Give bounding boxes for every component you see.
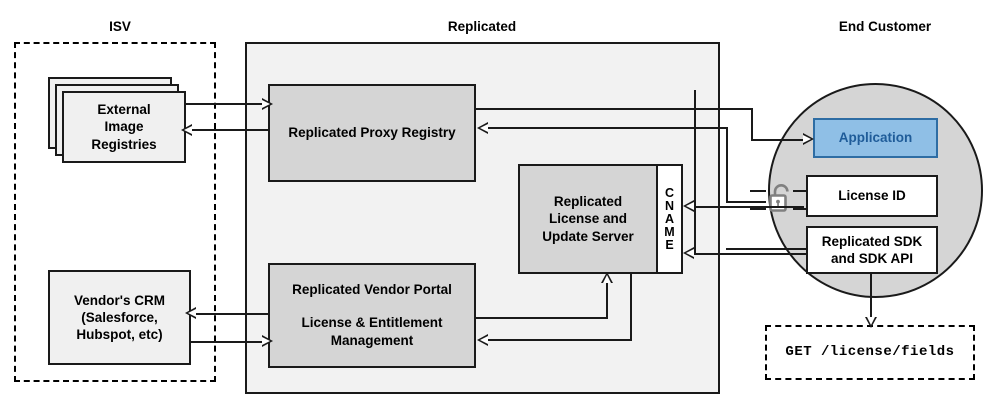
registry-line-1: External: [97, 102, 151, 118]
sdk-line-2: and SDK API: [830, 251, 913, 266]
edge-portal-to-license-v: [606, 283, 608, 319]
external-image-registries[interactable]: External Image Registries: [62, 91, 186, 163]
license-id-box[interactable]: License ID: [806, 175, 938, 217]
api-call-text: GET /license/fields: [785, 344, 955, 360]
edge-license-to-portal-v: [630, 274, 632, 341]
application-box[interactable]: Application: [813, 118, 938, 158]
lock-stub-bottom-right: [793, 208, 808, 210]
arrowhead-sdk-to-api-call: [865, 317, 877, 328]
edge-crm-to-portal: [191, 341, 262, 343]
edge-proxy-to-application-v: [751, 108, 753, 141]
vendor-portal-line-2: License & Entitlement: [301, 315, 443, 331]
edge-portal-to-crm: [196, 313, 270, 315]
crm-line-2: (Salesforce,: [81, 309, 158, 325]
vendor-portal-title: Replicated Vendor Portal: [292, 282, 452, 297]
replicated-license-update-server[interactable]: Replicated License and Update Server: [518, 164, 658, 274]
arrowhead-portal-to-license: [601, 272, 613, 283]
arrowhead-sdk-to-cname: [683, 247, 694, 259]
cname-letter-c: C: [664, 185, 675, 200]
arrowhead-licenseid-to-cname: [683, 200, 694, 212]
cname-letter-a: A: [664, 211, 675, 226]
arrowhead-proxy-to-application: [803, 133, 814, 145]
edge-portal-to-license-h: [476, 317, 608, 319]
arrowhead-customer-to-proxy: [477, 122, 488, 134]
crm-line-1: Vendor's CRM: [74, 292, 165, 308]
cname-box[interactable]: C N A M E: [656, 164, 683, 274]
header-replicated: Replicated: [447, 19, 517, 34]
arrowhead-portal-to-crm: [185, 307, 196, 319]
edge-licenseid-to-cname: [694, 206, 804, 208]
cname-letter-e: E: [665, 237, 674, 252]
arrowhead-license-to-portal: [477, 334, 488, 346]
vendor-crm[interactable]: Vendor's CRM (Salesforce, Hubspot, etc): [48, 270, 191, 365]
cname-letter-n: N: [664, 198, 675, 213]
vendor-portal-line-3: Management: [330, 332, 414, 348]
arrowhead-registries-to-proxy: [262, 98, 273, 110]
sdk-line-1: Replicated SDK: [821, 233, 923, 249]
edge-sdk-to-api-call: [870, 274, 872, 317]
edge-sdk-to-cname: [694, 253, 806, 255]
lock-stub-bottom-left: [750, 208, 766, 210]
edge-customer-to-proxy-h-right: [726, 201, 766, 203]
license-server-line-3: Update Server: [542, 228, 634, 244]
lock-stub-top-left: [750, 190, 766, 192]
edge-proxy-to-application-h1: [476, 108, 753, 110]
registry-line-3: Registries: [91, 136, 157, 152]
replicated-proxy-registry[interactable]: Replicated Proxy Registry: [268, 84, 476, 182]
unlocked-padlock-icon: [765, 182, 795, 214]
cname-letter-m: M: [664, 224, 675, 239]
edge-customer-to-proxy-v: [726, 127, 728, 203]
header-isv: ISV: [109, 19, 131, 34]
crm-line-3: Hubspot, etc): [76, 327, 163, 343]
header-end-customer: End Customer: [838, 19, 932, 34]
arrowhead-proxy-to-registries: [181, 124, 192, 136]
arrowhead-crm-to-portal: [262, 335, 273, 347]
replicated-vendor-portal[interactable]: Replicated Vendor Portal License & Entit…: [268, 263, 476, 368]
isv-zone: [14, 42, 216, 382]
license-server-line-2: License and: [548, 211, 628, 227]
replicated-sdk-box[interactable]: Replicated SDK and SDK API: [806, 226, 938, 274]
edge-license-to-portal-h: [488, 339, 632, 341]
edge-registries-to-proxy: [186, 103, 262, 105]
edge-proxy-to-application-h2: [751, 139, 803, 141]
edge-proxy-to-registries: [192, 129, 268, 131]
edge-customer-to-proxy-h-left: [488, 127, 728, 129]
lock-stub-top-right: [793, 190, 808, 192]
license-server-line-1: Replicated: [553, 194, 623, 210]
edge-customer-trunk: [694, 90, 696, 253]
edge-sdk-left-stub: [726, 248, 808, 250]
registry-line-2: Image: [104, 119, 144, 135]
